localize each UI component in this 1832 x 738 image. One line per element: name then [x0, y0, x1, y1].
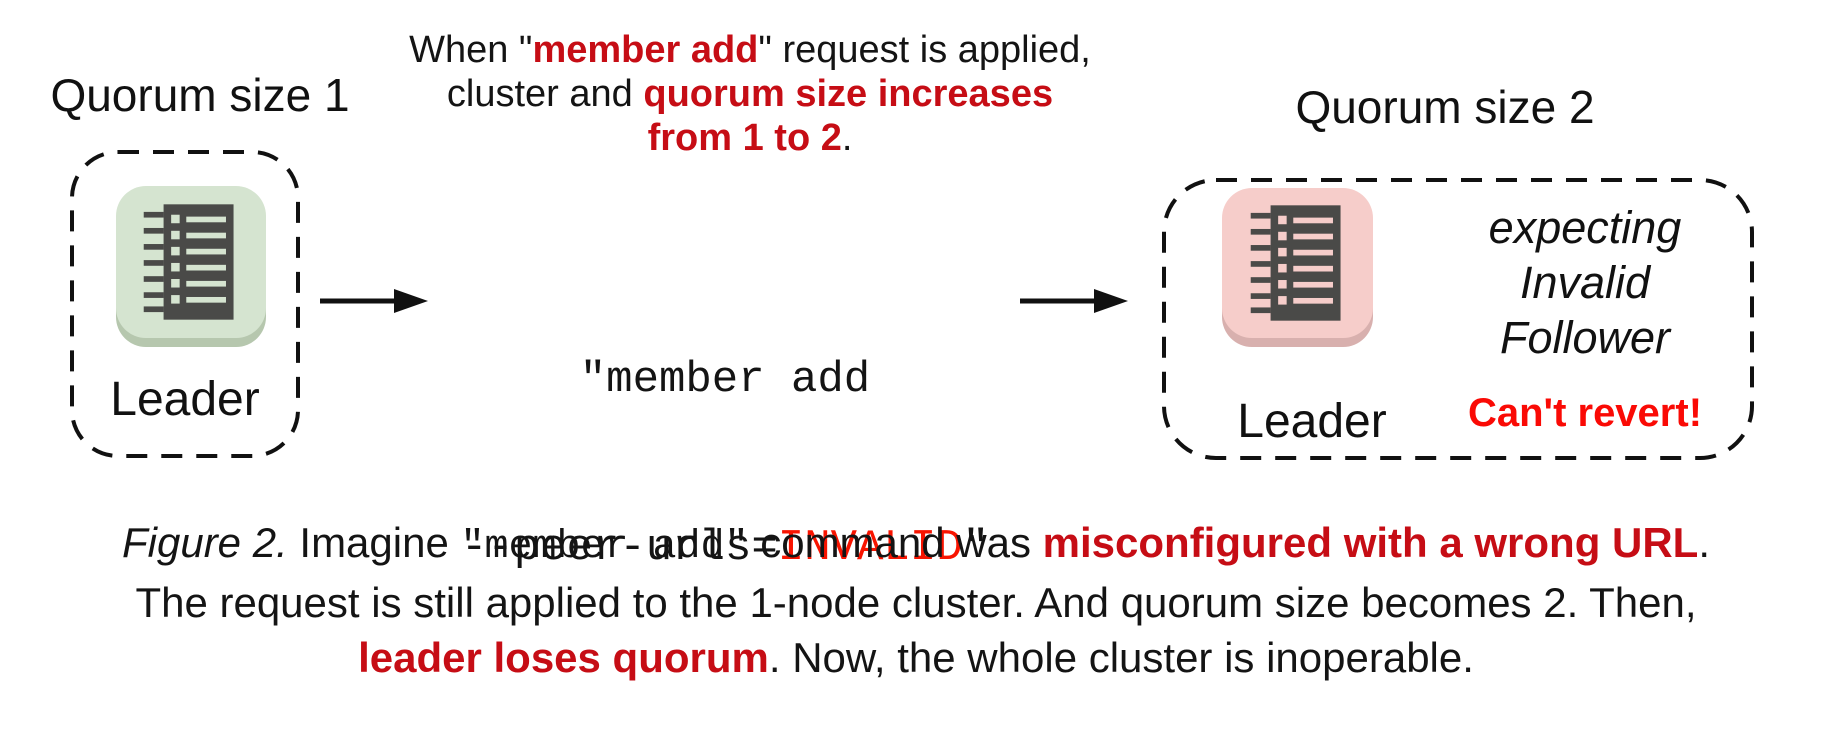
- server-icon: [1250, 205, 1341, 321]
- right-cluster-box: Leader expecting Invalid Follower Can't …: [1162, 178, 1754, 460]
- left-node-label: Leader: [110, 373, 260, 426]
- left-cluster-box: Leader: [70, 150, 300, 458]
- annotation-line1: When "member add" request is applied,: [409, 29, 1091, 71]
- command-text: "member add --peer-urls=INVALID": [420, 240, 1030, 688]
- annotation-line2-highlight: quorum size increases: [643, 73, 1054, 115]
- leader-node-pink: [1222, 188, 1373, 338]
- right-cluster-title: Quorum size 2: [1295, 81, 1595, 133]
- cant-revert-warning: Can't revert!: [1467, 391, 1703, 435]
- caption-line1-highlight: misconfigured with a wrong URL: [1042, 519, 1699, 566]
- annotation-line1-highlight: member add: [532, 29, 759, 71]
- figure-caption: Figure 2. Imagine "member add" command w…: [0, 515, 1832, 685]
- invalid-url-highlight: INVALID: [777, 523, 963, 573]
- caption-code: "member add": [460, 525, 749, 570]
- server-icon: [143, 204, 234, 320]
- annotation-line3: from 1 to 2.: [647, 117, 853, 159]
- figure-number: Figure 2.: [121, 519, 288, 566]
- arrow-right-icon: [318, 286, 430, 321]
- dashed-border: [1162, 178, 1754, 460]
- member-add-annotation: When "member add" request is applied, cl…: [400, 28, 1100, 160]
- arrow-right-icon: [1018, 286, 1130, 321]
- leader-node-green: [116, 186, 266, 338]
- annotation-line2: cluster and quorum size increases: [446, 73, 1054, 115]
- caption-line3-highlight: leader loses quorum: [358, 634, 769, 681]
- annotation-line3-highlight: from 1 to 2: [647, 117, 842, 159]
- command-line1: "member add: [579, 355, 871, 405]
- left-cluster-title: Quorum size 1: [50, 69, 350, 121]
- caption-line1: Figure 2. Imagine "member add" command w…: [121, 519, 1711, 570]
- caption-line2: The request is still applied to the 1-no…: [135, 579, 1697, 626]
- right-node-label: Leader: [1237, 395, 1387, 448]
- caption-line3: leader loses quorum. Now, the whole clus…: [358, 634, 1474, 681]
- command-line2: --peer-urls=INVALID": [460, 523, 990, 573]
- expecting-follower-note: expecting Invalid Follower: [1488, 202, 1682, 363]
